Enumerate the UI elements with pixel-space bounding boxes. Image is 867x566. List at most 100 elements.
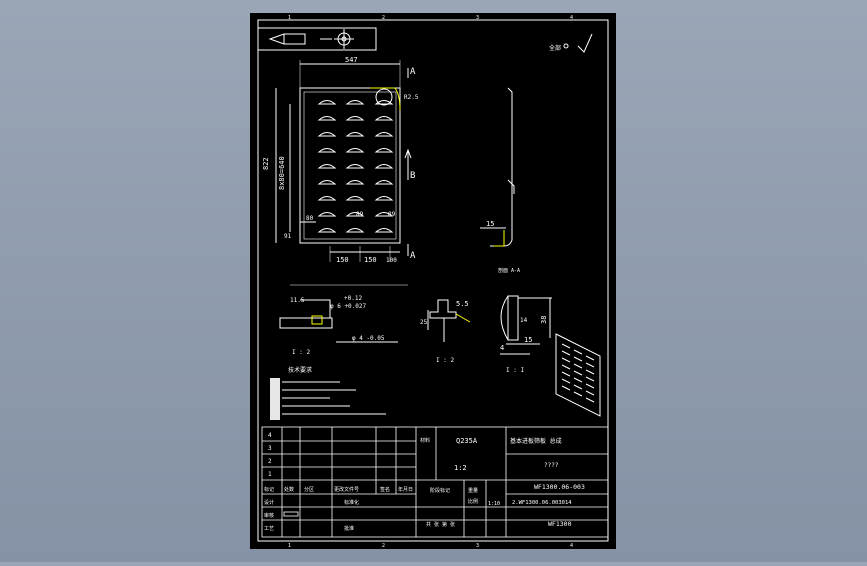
title-block-text: 4 3 2 1 标记 处数 分区 更改文件号 签名 年月日 设计 审核 工艺 标… (264, 432, 585, 532)
screen-slot (345, 196, 365, 201)
sheet-border (257, 19, 609, 542)
tb-sheet-label: 共 张 第 张 (426, 521, 455, 528)
projection-box (257, 27, 377, 51)
detail-ii-profile (429, 299, 457, 319)
dim-pitch-h-2: 150 (364, 256, 377, 264)
tb-ratio-label: 比例 (468, 498, 478, 505)
detail-i-scale: I : 2 (292, 349, 310, 356)
front-view (275, 60, 412, 262)
tb-assembly: WF1300 (548, 520, 572, 528)
iso-slot (561, 357, 571, 363)
screen-slot (374, 148, 394, 153)
screen-slot (374, 100, 394, 105)
screen-slot (374, 228, 394, 233)
notes-markers (270, 378, 280, 420)
screen-slot (374, 212, 394, 217)
projection-box-frame (257, 27, 377, 51)
plate-inner-outline (303, 91, 397, 240)
title-block (261, 426, 609, 538)
screen-slot (374, 132, 394, 137)
iso-slot (585, 390, 595, 396)
roughness-check-icon: 全部 (549, 33, 593, 53)
tb-head-docno: 更改文件号 (334, 486, 359, 493)
screen-slot (345, 164, 365, 169)
zone-top-2: 2 (382, 15, 385, 21)
tb-signature-box (283, 511, 299, 517)
dim-38: 38 (540, 316, 548, 324)
screen-slot (345, 100, 365, 105)
iso-slot (561, 378, 571, 384)
dim-tol-12: +0.12 (344, 295, 362, 302)
dim-pitch-h-1: 150 (336, 256, 349, 264)
zone-bottom-2: 2 (382, 543, 385, 549)
screen-slot (345, 132, 365, 137)
iso-slot (585, 397, 595, 403)
tb-role-standard: 标准化 (344, 499, 359, 506)
screen-slot (317, 148, 337, 153)
tb-role-process: 工艺 (264, 526, 274, 532)
tb-weight-label: 重量 (468, 487, 478, 494)
dim-25: 25 (420, 319, 428, 326)
section-b-arrow (404, 148, 412, 159)
detail-i-plate (279, 317, 333, 329)
drawing-sheet (250, 13, 616, 549)
iso-slot (561, 350, 571, 356)
section-a-top: A (410, 67, 416, 77)
iso-slot (573, 384, 583, 390)
screen-slot (345, 228, 365, 233)
dim-14: 14 (520, 317, 528, 324)
iso-slot (561, 371, 571, 377)
rev-row-4: 4 (268, 432, 272, 439)
detail-iii-scale: I : I (506, 367, 524, 374)
screen-slot (317, 164, 337, 169)
iso-slot (573, 363, 583, 369)
tb-material-label: 材料 (420, 437, 430, 444)
dim-phi-6: φ 6 +0.027 (330, 303, 367, 310)
notes-title: 技术要求 (288, 366, 312, 374)
tb-head-count: 处数 (284, 486, 294, 493)
isometric-view (555, 333, 601, 417)
rev-row-3: 3 (268, 445, 272, 452)
corner-detail-line (370, 87, 401, 111)
iso-slot (573, 377, 583, 383)
dim-11-5: 11.5 (290, 297, 305, 304)
zone-bottom-4: 4 (570, 543, 573, 549)
screen-slot (317, 228, 337, 233)
section-b: B (410, 171, 415, 181)
tb-head-mark: 标记 (264, 486, 274, 493)
iso-slot (585, 369, 595, 375)
iso-plate (555, 333, 601, 417)
detail-ii-scale: I : 2 (436, 357, 454, 364)
dim-t15: 15 (486, 220, 494, 228)
iso-slot (561, 343, 571, 349)
iso-slot (561, 385, 571, 391)
iso-slot (585, 355, 595, 361)
dim-height: 822 (262, 157, 270, 170)
zone-top-1: 1 (288, 15, 291, 21)
tb-head-date: 年月日 (398, 486, 413, 493)
tb-head-zone: 分区 (304, 486, 314, 493)
dim-width: 547 (345, 56, 358, 64)
front-view-text: 547 822 8x80=640 150 150 100 R2.5 91 80 … (262, 56, 419, 264)
slot-grid (317, 100, 394, 233)
section-lip (494, 230, 505, 247)
section-hook (507, 179, 515, 194)
screen-slot (374, 164, 394, 169)
screen-slot (345, 148, 365, 153)
screen-slot (374, 116, 394, 121)
dim-side-80: 80 (306, 215, 314, 222)
tb-mass: 1:10 (488, 501, 500, 507)
tb-role-design: 设计 (264, 499, 274, 506)
detail-ii-leader (455, 313, 471, 323)
screen-slot (374, 180, 394, 185)
technical-notes: 技术要求 (270, 366, 386, 420)
screen-slot (317, 116, 337, 121)
tb-material: Q235A (456, 437, 478, 445)
rev-row-2: 2 (268, 458, 272, 465)
detail-circle (375, 88, 393, 106)
taper-symbol-icon (268, 33, 306, 45)
plate-outline (299, 87, 401, 244)
detail-i-leader (300, 299, 331, 318)
screen-slot (345, 212, 365, 217)
